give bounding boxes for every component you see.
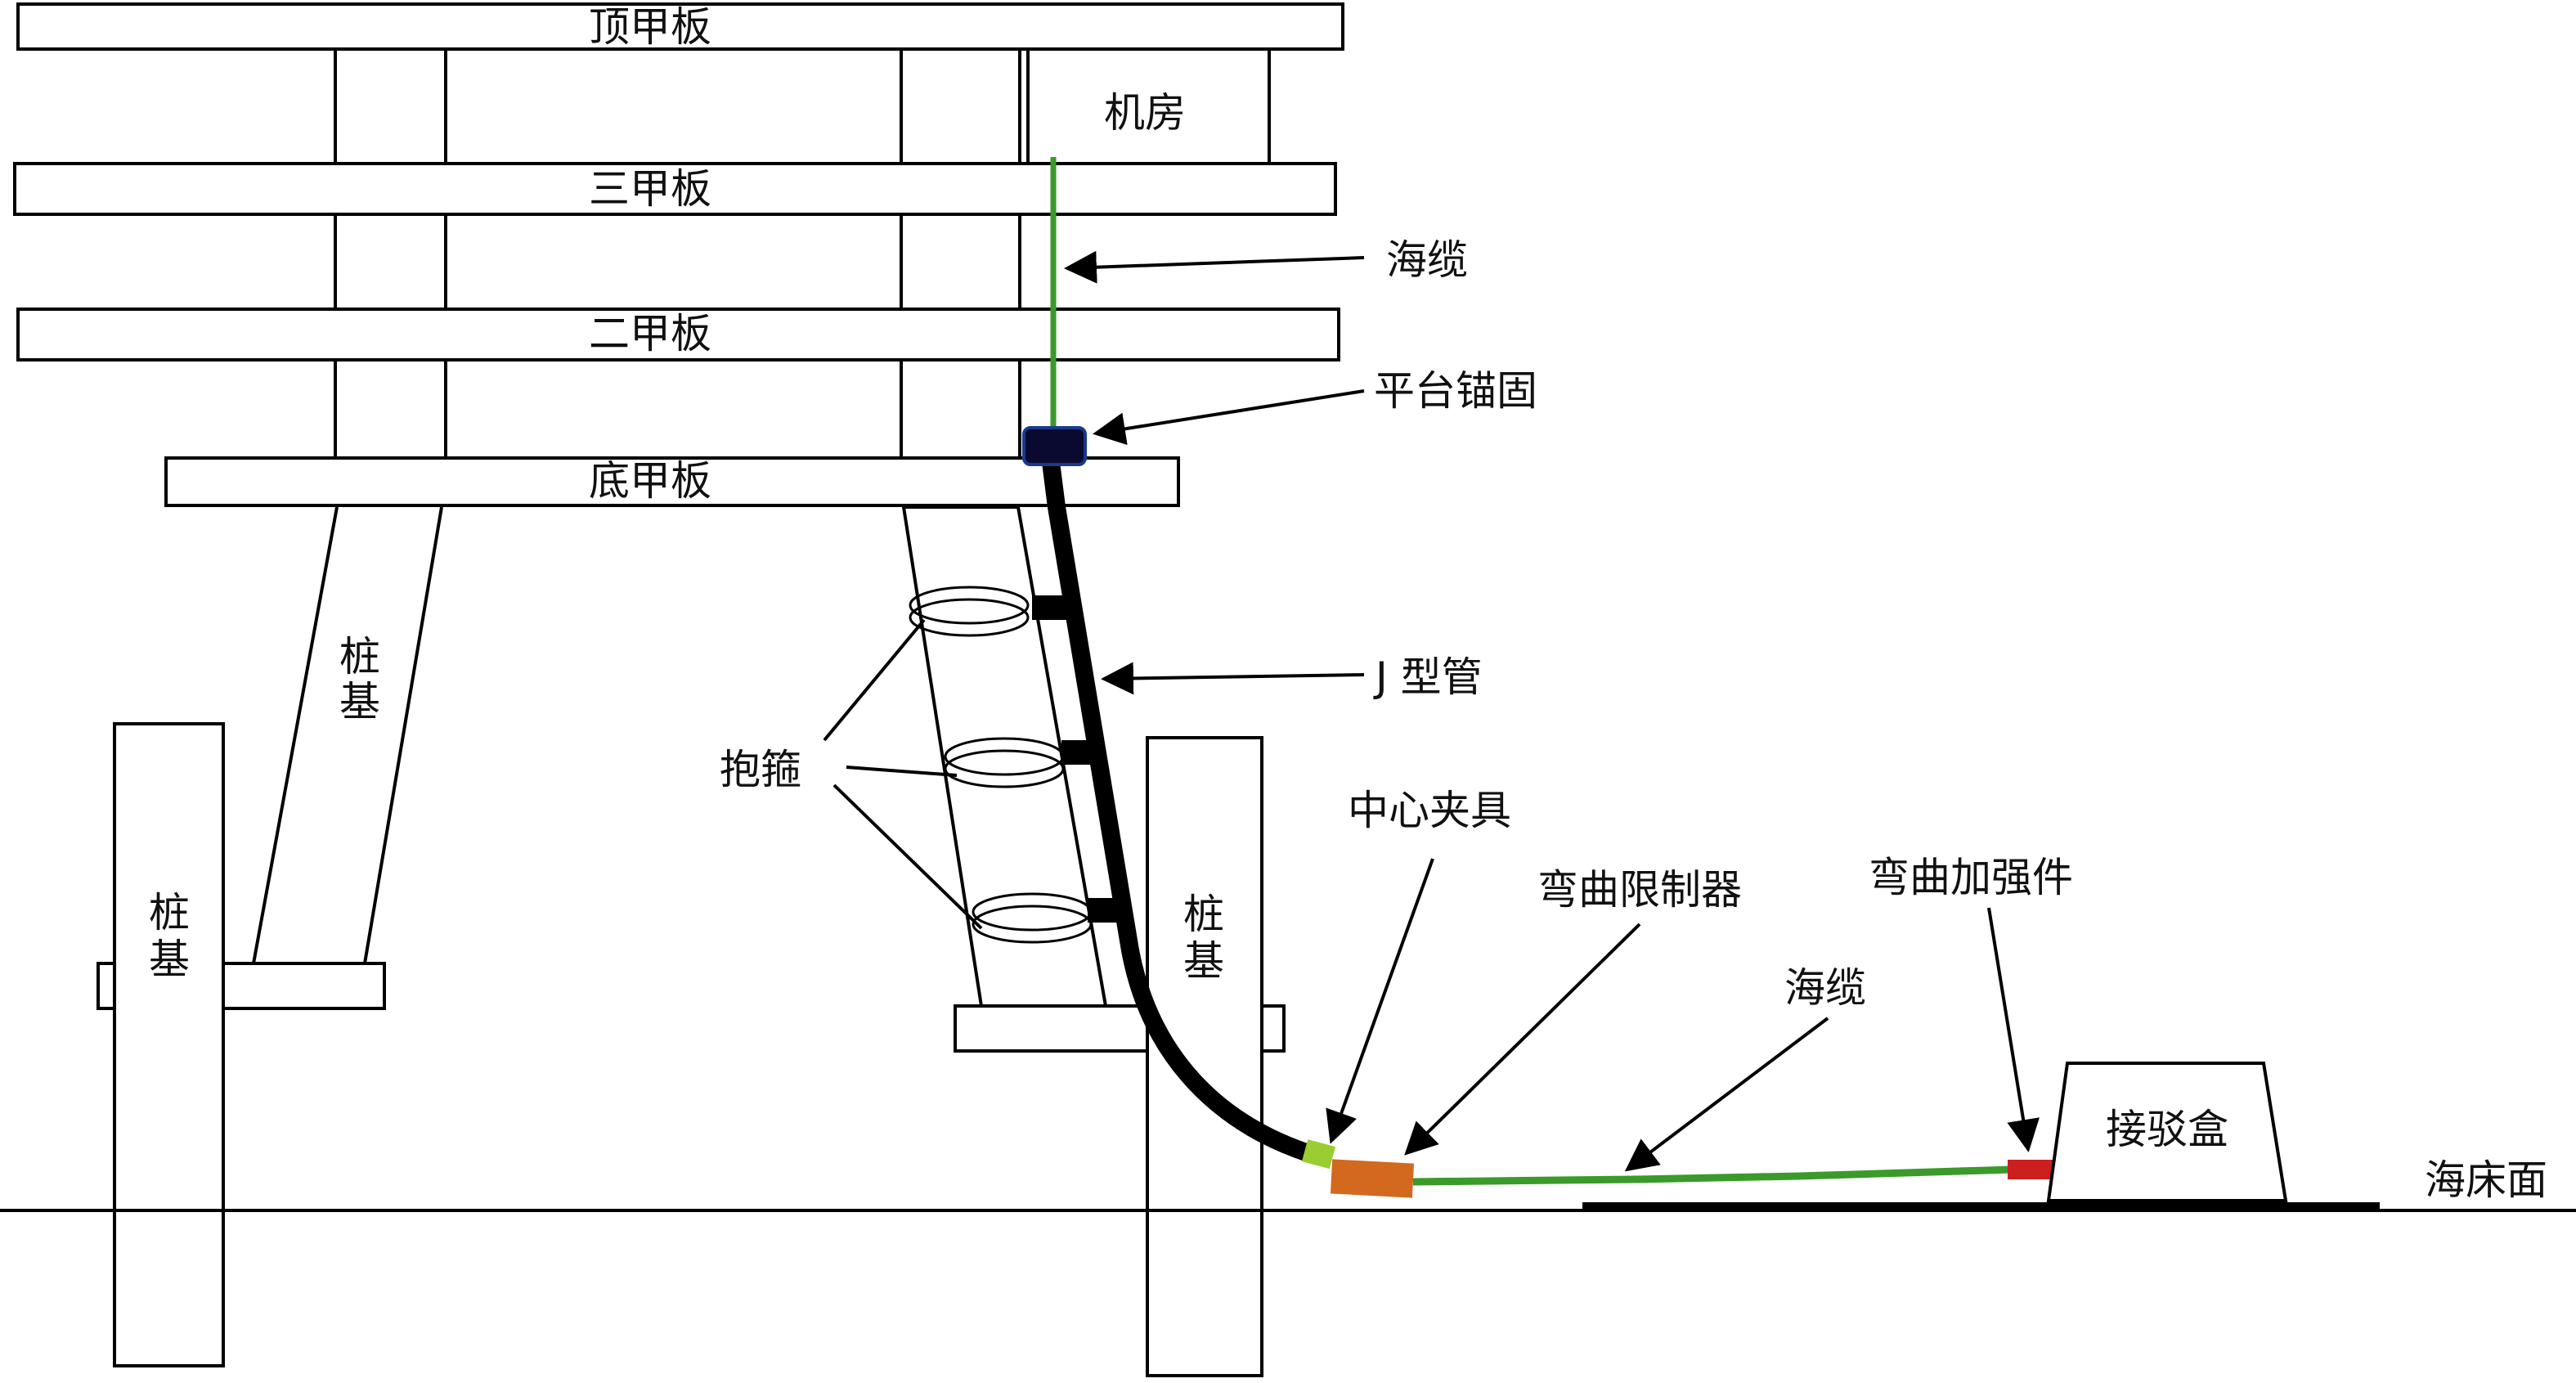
bend-stiffener-label: 弯曲加强件 (1869, 854, 2073, 901)
bottom-deck-label: 底甲板 (589, 457, 711, 505)
left-leg-pile-label-2: 基 (339, 678, 380, 725)
seabed (0, 1202, 2576, 1212)
splice-box: 接驳盒 (2046, 1062, 2288, 1202)
center-fixture (1301, 1139, 1336, 1170)
column-right (900, 43, 1021, 464)
column-left (334, 43, 447, 464)
clamp-ring-1b (909, 598, 1030, 637)
upper-cable-label: 海缆 (1386, 236, 1468, 284)
top-deck-label: 顶甲板 (589, 3, 711, 51)
decks (13, 2, 1344, 507)
left-leg-pile-label-1: 桩 (339, 633, 380, 680)
right-pile-label-1: 桩 (1183, 891, 1224, 938)
third-deck-label: 三甲板 (589, 165, 711, 213)
left-pile-label-2: 基 (149, 936, 190, 983)
platform-anchor (1022, 426, 1087, 466)
bend-restrictor (1330, 1159, 1415, 1198)
clamp-label: 抱箍 (720, 746, 801, 793)
splice-box-body (2046, 1062, 2288, 1202)
center-fixture-label: 中心夹具 (1348, 787, 1511, 834)
second-deck (16, 308, 1340, 361)
left-pile (113, 722, 225, 1367)
platform-anchor-label: 平台锚固 (1374, 367, 1537, 415)
splice-box-label: 接驳盒 (2106, 1106, 2228, 1153)
left-pile-label-1: 桩 (149, 889, 190, 936)
machine-room-label: 机房 (1104, 89, 1186, 137)
clamp-ring-2b (944, 749, 1065, 788)
lower-cable (1412, 1165, 2013, 1186)
seabed-label: 海床面 (2425, 1156, 2547, 1204)
j-tube (1042, 453, 1317, 1162)
second-deck-label: 二甲板 (589, 310, 711, 357)
third-deck (13, 162, 1337, 216)
left-inclined-leg: 桩 基 (252, 506, 443, 964)
right-pile-label-2: 基 (1183, 937, 1224, 985)
bend-stiffener (2008, 1160, 2057, 1179)
lower-cable-label: 海缆 (1784, 964, 1866, 1012)
clamp-ring-3b (972, 905, 1093, 944)
bottom-deck (164, 456, 1180, 507)
bend-restrictor-label: 弯曲限制器 (1537, 866, 1742, 914)
clamp-ring-1 (909, 586, 1030, 625)
top-deck (16, 2, 1344, 51)
annotations: 海缆 平台锚固 J 型管 抱箍 中心夹具 弯曲限制器 海缆 弯曲加强件 海床面 (720, 236, 2547, 1204)
left-pile-foundation: 桩 基 (96, 722, 386, 1367)
j-tube-label: J 型管 (1373, 653, 1483, 701)
